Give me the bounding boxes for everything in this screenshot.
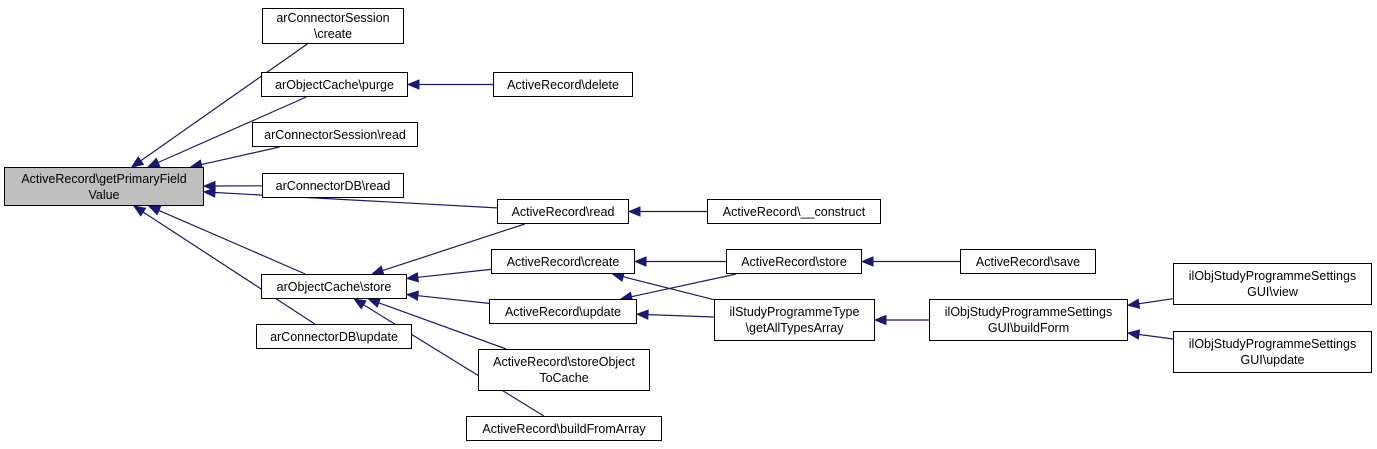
arrowhead-sp_build_form [1126, 329, 1141, 340]
node-label-line-2: Value [88, 187, 120, 202]
node-activerecord-getprimaryfieldvalue: ActiveRecord\getPrimaryField Value [4, 167, 204, 206]
arrowhead-cache_store [353, 298, 367, 310]
arrowhead-ar_create [633, 256, 647, 267]
node-label: arObjectCache\store [276, 279, 392, 294]
arrowhead-ar_read [627, 206, 641, 217]
node-activerecord-store[interactable]: ActiveRecord\store [726, 249, 862, 274]
edge-conn_db_update-to-root [142, 211, 316, 325]
edge-ar_store_cache-to-cache_store [378, 302, 507, 350]
node-label-line-1: ActiveRecord\getPrimaryField [21, 171, 187, 186]
edge-conn_session_read-to-root [201, 146, 280, 166]
node-label-line-1: ilObjStudyProgrammeSettings [944, 305, 1113, 319]
node-arconnectorsession-create[interactable]: arConnectorSession \create [262, 8, 404, 44]
node-arconnectordb-update[interactable]: arConnectorDB\update [256, 324, 412, 349]
node-ilstudyprogrammetype-getalltypesarray[interactable]: ilStudyProgrammeType \getAllTypesArray [714, 299, 875, 341]
node-activerecord-read[interactable]: ActiveRecord\read [497, 199, 629, 224]
edge-ar_create-to-cache_store [417, 268, 492, 278]
node-arconnectordb-read[interactable]: arConnectorDB\read [262, 173, 404, 198]
node-arobjectcache-store[interactable]: arObjectCache\store [261, 274, 407, 299]
edge-sp_update-to-sp_build_form [1138, 333, 1174, 340]
node-label-line-2: \create [313, 27, 353, 41]
edge-conn_session_create-to-root [140, 43, 308, 162]
arrowhead-ar_store [860, 256, 874, 267]
edge-ar_build_array-to-cache_store [363, 304, 545, 417]
node-label: ActiveRecord\buildFromArray [482, 421, 646, 436]
node-label: arConnectorDB\read [275, 178, 391, 193]
node-activerecord-save[interactable]: ActiveRecord\save [960, 249, 1096, 274]
node-label-line-2: GUI\view [1247, 285, 1298, 299]
node-label: ActiveRecord\save [975, 254, 1081, 269]
edge-ar_store-to-ar_update [631, 273, 737, 298]
arrowhead-cache_store [405, 290, 419, 301]
edge-ar_update-to-cache_store [417, 295, 490, 304]
node-label-line-2: \getAllTypesArray [745, 321, 844, 335]
arrowhead-root [147, 205, 162, 216]
node-label: ActiveRecord\delete [507, 77, 619, 92]
arrowhead-root [132, 205, 147, 217]
arrowhead-cache_store [405, 272, 419, 283]
node-activerecord-buildfromarray[interactable]: ActiveRecord\buildFromArray [466, 416, 662, 441]
node-label: ActiveRecord\update [504, 304, 622, 319]
node-activerecord-update[interactable]: ActiveRecord\update [489, 299, 637, 324]
node-activerecord-storeobjecttocache[interactable]: ActiveRecord\storeObject ToCache [478, 349, 650, 391]
node-label: arConnectorDB\update [270, 329, 398, 344]
arrowhead-root [202, 180, 216, 192]
node-label: ActiveRecord\store [741, 254, 847, 269]
node-label-line-1: ActiveRecord\storeObject [493, 355, 635, 369]
edge-sp_type-to-ar_update [647, 314, 715, 318]
node-arconnectorsession-read[interactable]: arConnectorSession\read [252, 122, 418, 147]
edge-ar_read-to-cache_store [382, 223, 525, 272]
arrowhead-cache_store [367, 297, 382, 308]
node-label: ActiveRecord\__construct [722, 204, 866, 219]
node-arobjectcache-purge[interactable]: arObjectCache\purge [261, 72, 408, 97]
node-label: ActiveRecord\read [511, 204, 615, 219]
node-label-line-2: GUI\buildForm [987, 321, 1070, 335]
arrowhead-root [202, 187, 216, 198]
node-activerecord-delete[interactable]: ActiveRecord\delete [493, 72, 633, 97]
node-label-line-1: ilObjStudyProgrammeSettings [1188, 269, 1357, 283]
node-ilobjstudyprogrammesettingsgui-update[interactable]: ilObjStudyProgrammeSettings GUI\update [1173, 331, 1372, 373]
edge-cache_purge-to-root [157, 96, 307, 164]
node-ilobjstudyprogrammesettingsgui-view[interactable]: ilObjStudyProgrammeSettings GUI\view [1173, 263, 1372, 305]
arrowhead-sp_type [873, 314, 887, 326]
node-label: arObjectCache\purge [275, 77, 394, 92]
node-activerecord-create[interactable]: ActiveRecord\create [491, 249, 635, 274]
arrowhead-sp_build_form [1126, 298, 1141, 309]
node-label-line-1: arConnectorSession [276, 11, 390, 25]
node-label: arConnectorSession\read [264, 127, 406, 142]
node-label-line-1: ilStudyProgrammeType [729, 305, 860, 319]
node-label: ActiveRecord\create [506, 254, 620, 269]
edge-cache_store-to-root [158, 209, 306, 275]
arrowhead-cache_purge [406, 79, 420, 90]
node-activerecord-construct[interactable]: ActiveRecord\__construct [707, 199, 881, 224]
node-label-line-1: ilObjStudyProgrammeSettings [1188, 337, 1357, 351]
arrowhead-ar_update [635, 309, 649, 320]
node-ilobjstudyprogrammesettingsgui-buildform[interactable]: ilObjStudyProgrammeSettings GUI\buildFor… [929, 299, 1128, 341]
edge-sp_view-to-sp_build_form [1138, 298, 1174, 305]
arrowhead-root [146, 157, 161, 168]
node-label-line-2: GUI\update [1240, 353, 1305, 367]
node-label-line-2: ToCache [539, 371, 589, 385]
arrowhead-root [130, 156, 145, 168]
